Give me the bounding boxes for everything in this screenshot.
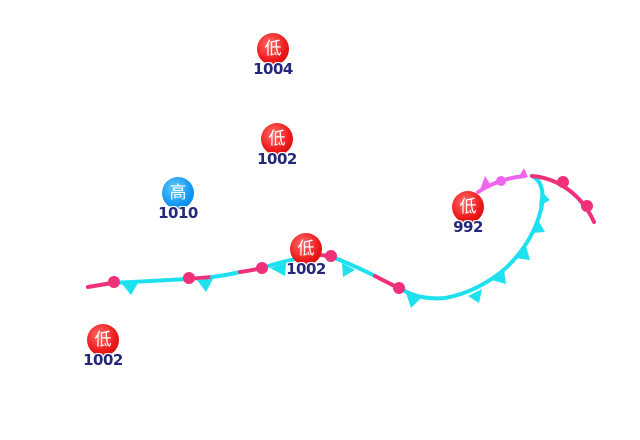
pressure-value: 1002 — [286, 260, 326, 278]
high-pressure-badge: 高 — [162, 177, 194, 209]
pressure-value: 1002 — [257, 150, 297, 168]
warm-front-semicircle — [325, 250, 337, 262]
cold-front-triangle — [492, 270, 506, 284]
occluded-front-triangle — [480, 176, 490, 190]
low-pressure-badge: 低 — [261, 123, 293, 155]
low-pressure-badge: 低 — [87, 324, 119, 356]
warm-front-line — [530, 174, 596, 224]
cold-front-triangle — [197, 279, 213, 292]
cold-front-triangle — [515, 246, 530, 260]
warm-front-semicircle — [108, 276, 120, 288]
warm-front-semicircle — [256, 262, 268, 274]
low-pressure-center: 低 1004 — [243, 33, 303, 78]
low-pressure-badge: 低 — [452, 191, 484, 223]
cold-front-triangle — [531, 220, 545, 233]
cold-front-triangle — [468, 289, 482, 303]
cold-front-triangle — [539, 191, 550, 206]
stationary-front-cold-segment — [210, 270, 242, 279]
warm-front-semicircle — [393, 282, 405, 294]
pressure-value: 1004 — [253, 60, 293, 78]
low-pressure-badge: 低 — [257, 33, 289, 65]
cold-front-triangle — [122, 283, 138, 295]
cold-front-triangle — [342, 263, 355, 277]
high-pressure-center: 高 1010 — [148, 177, 208, 222]
occluded-front-triangle — [518, 168, 528, 178]
occluded-front-semicircle — [496, 176, 506, 186]
low-pressure-center: 低 992 — [438, 191, 498, 236]
low-pressure-center: 低 1002 — [73, 324, 133, 369]
low-pressure-center: 低 1002 — [276, 233, 336, 278]
cold-front-triangle — [270, 263, 286, 276]
cold-front-triangle — [406, 293, 421, 308]
stationary-front-cold-segment — [110, 277, 190, 285]
pressure-value: 1002 — [83, 351, 123, 369]
warm-front-semicircle — [183, 272, 195, 284]
pressure-value: 992 — [453, 218, 483, 236]
warm-front-semicircle — [581, 200, 593, 212]
warm-front-semicircle — [557, 176, 569, 188]
low-pressure-center: 低 1002 — [247, 123, 307, 168]
low-pressure-badge: 低 — [290, 233, 322, 265]
pressure-value: 1010 — [158, 204, 198, 222]
stationary-front-cold-segment — [333, 256, 377, 278]
